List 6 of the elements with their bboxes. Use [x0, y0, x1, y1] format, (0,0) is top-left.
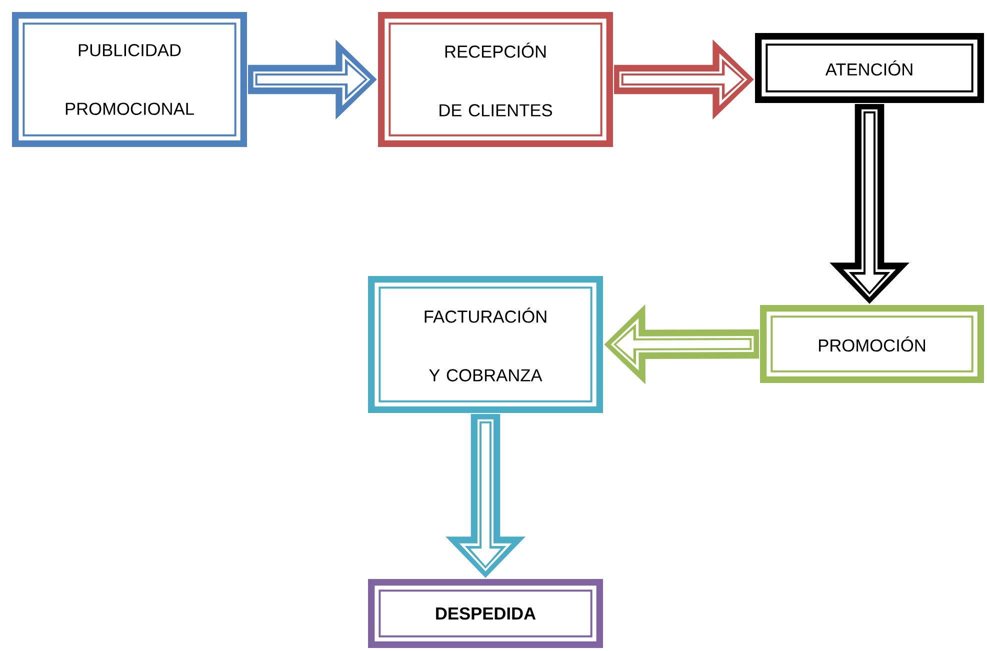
process-box: ATENCIÓN	[755, 33, 984, 103]
process-box: PUBLICIDAD PROMOCIONAL	[12, 12, 247, 147]
process-box: RECEPCIÓN DE CLIENTES	[378, 12, 613, 147]
process-box: DESPEDIDA	[368, 579, 603, 648]
process-box: PROMOCIÓN	[760, 305, 984, 383]
process-box: FACTURACIÓN Y COBRANZA	[368, 276, 603, 413]
